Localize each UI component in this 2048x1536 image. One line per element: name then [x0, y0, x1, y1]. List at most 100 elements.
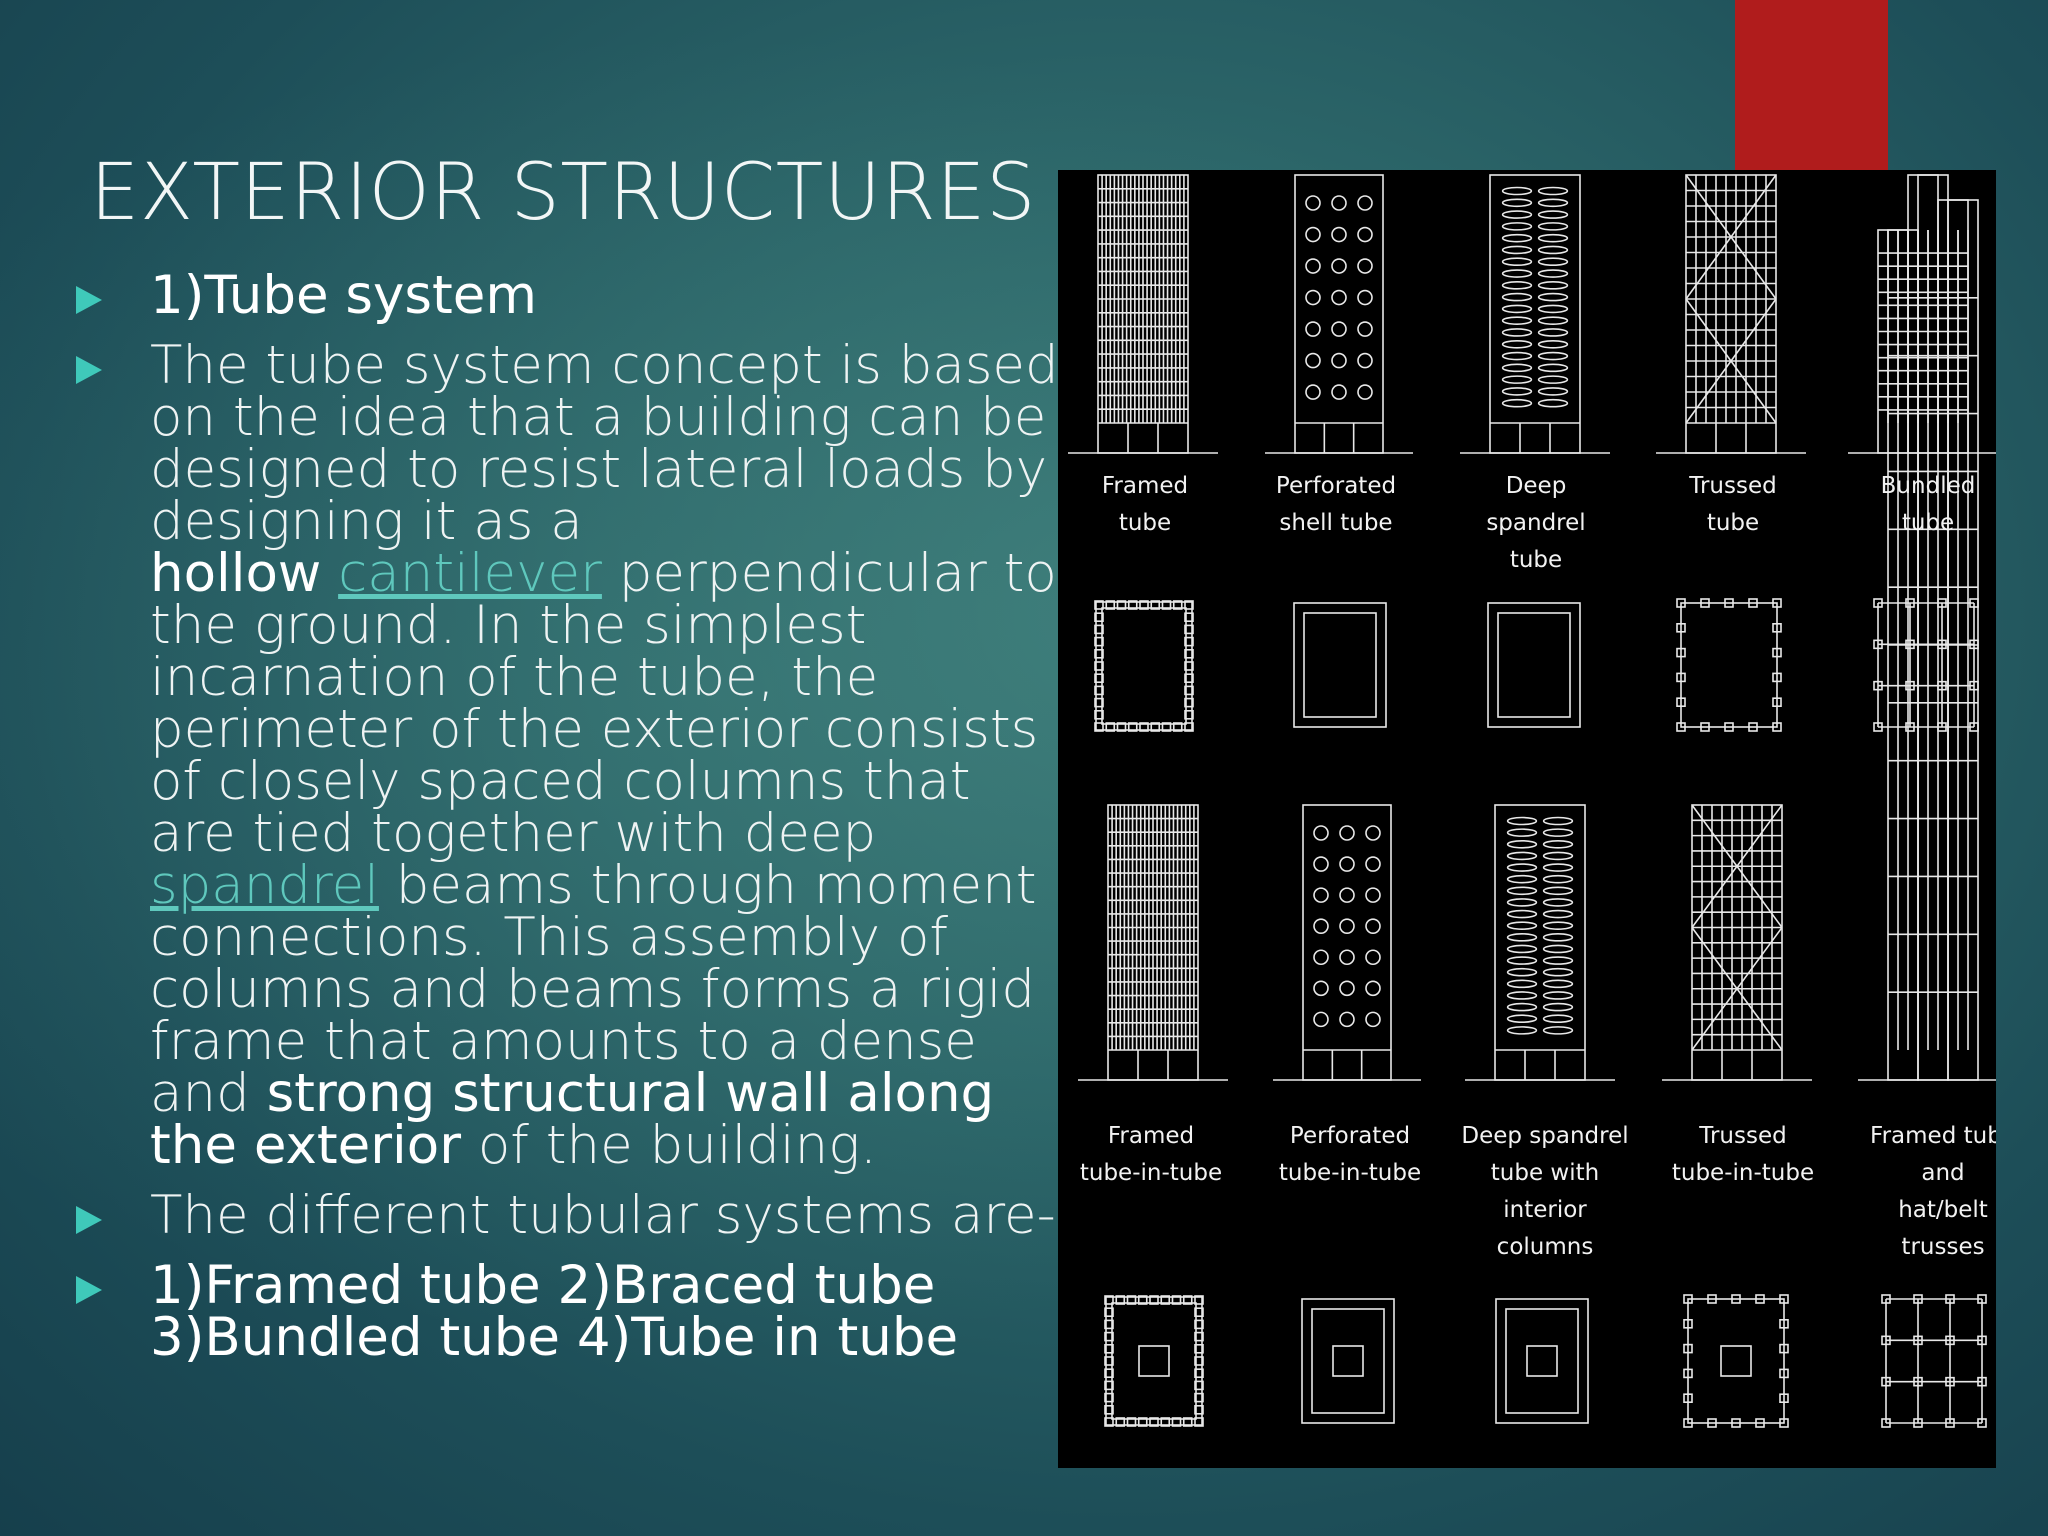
perforation [1331, 195, 1347, 211]
plan-column [1127, 722, 1138, 732]
plan-node [1977, 1376, 1987, 1387]
perforation [1365, 949, 1381, 966]
plan-node [1945, 1294, 1955, 1304]
plan-node [1676, 722, 1686, 732]
plan-column [1172, 722, 1183, 732]
link-cantilever[interactable]: cantilever [338, 543, 602, 604]
perforation [1331, 352, 1347, 369]
spandrel-opening [1537, 363, 1569, 373]
plan-column [1184, 661, 1194, 671]
plan-outline [1095, 601, 1193, 731]
plan-column [1184, 722, 1194, 732]
plan-node [1977, 1335, 1987, 1346]
building-outline [1302, 804, 1392, 1081]
caption-framed-tube: Framed tube [1101, 473, 1189, 536]
perforation [1305, 321, 1321, 337]
plan-column [1094, 722, 1104, 732]
bullet-text: The different tubular systems are- [150, 1185, 1056, 1246]
spandrel-opening [1506, 851, 1538, 861]
plan-node [1913, 1294, 1923, 1304]
bundled-tower [1917, 174, 1949, 1081]
perforation [1313, 825, 1329, 841]
bold-structural-wall: strong structural wall along the exterio… [150, 1063, 995, 1176]
plan-inner-outline [1505, 1308, 1579, 1414]
plan-inner-outline [1311, 1308, 1385, 1414]
plan-node [1913, 1418, 1923, 1428]
perforation [1357, 384, 1373, 400]
truss-diagonal [1685, 174, 1777, 300]
link-spandrel[interactable]: spandrel [150, 855, 379, 916]
spandrel-opening [1506, 991, 1538, 1000]
plan-node [1731, 1294, 1741, 1304]
plan-node [1683, 1393, 1693, 1403]
bullet-arrow-icon [76, 1206, 102, 1234]
bullet-text: of the building. [461, 1115, 877, 1176]
plan-node [1945, 1376, 1955, 1387]
plan-column [1127, 600, 1138, 610]
plan-node [1772, 622, 1782, 633]
accent-bar [1735, 0, 1888, 170]
perforation [1331, 384, 1347, 400]
spandrel-opening [1542, 874, 1574, 884]
plan-node [1772, 697, 1782, 708]
tube-systems-figure: Framed tube Perforated shell tube Deep s… [1058, 170, 1996, 1468]
truss-diagonal [1691, 804, 1783, 928]
perforation [1313, 918, 1329, 934]
spandrel-opening [1542, 816, 1574, 826]
plan-node [1748, 722, 1758, 732]
plan-node [1881, 1418, 1891, 1428]
caption-bundled-tube: Bundled tube [1880, 473, 1976, 536]
spandrel-opening [1537, 316, 1569, 325]
plan-column [1182, 1295, 1193, 1305]
perforation [1365, 1011, 1381, 1028]
spandrel-opening [1542, 909, 1574, 919]
plan-node [1779, 1393, 1789, 1403]
plan-column [1182, 1417, 1193, 1427]
plan-node [1977, 1294, 1987, 1304]
spandrel-opening [1501, 363, 1533, 373]
spandrel-opening [1501, 245, 1533, 255]
perforation [1305, 195, 1321, 211]
plan-node [1755, 1418, 1765, 1428]
plan-column [1184, 697, 1194, 708]
plan-column [1105, 600, 1116, 610]
plan-node [1707, 1418, 1717, 1428]
spandrel-opening [1537, 351, 1569, 361]
plan-outline [1293, 602, 1387, 728]
plan-column [1094, 648, 1104, 659]
plan-outline [1487, 602, 1581, 728]
plan-column [1194, 1307, 1204, 1317]
spandrel-opening [1501, 233, 1533, 243]
spandrel-opening [1537, 292, 1569, 302]
spandrel-opening [1537, 387, 1569, 396]
plan-node [1724, 722, 1734, 732]
spandrel-opening [1501, 339, 1533, 349]
spandrel-opening [1506, 979, 1538, 989]
spandrel-opening [1542, 1026, 1574, 1035]
bundled-tower [1907, 174, 1939, 454]
spandrel-opening [1501, 257, 1533, 267]
plan-node [1676, 598, 1686, 608]
perforation [1339, 887, 1355, 903]
plan-column [1150, 722, 1161, 732]
plan-node [1779, 1319, 1789, 1329]
plan-outline [1105, 1296, 1203, 1426]
plan-column [1161, 722, 1172, 732]
plan-column [1115, 1295, 1126, 1305]
plan-column [1116, 600, 1127, 610]
plan-column [1184, 648, 1194, 659]
bullet-text: 1)Framed tube 2)Braced tube 3)Bundled tu… [150, 1255, 959, 1368]
plan-node [1755, 1294, 1765, 1304]
plan-column [1094, 624, 1104, 635]
spandrel-opening [1537, 186, 1569, 196]
bold-hollow: hollow [150, 543, 322, 604]
spandrel-opening [1537, 222, 1569, 231]
bullet-arrow-icon [76, 1276, 102, 1304]
plan-column [1137, 1295, 1148, 1305]
spandrel-opening [1501, 222, 1533, 231]
spandrel-opening [1506, 933, 1538, 942]
building-outline [1294, 174, 1384, 454]
plan-node [1676, 622, 1686, 633]
plan-inner-outline [1111, 1302, 1197, 1420]
plan-inner-outline [1497, 612, 1571, 718]
